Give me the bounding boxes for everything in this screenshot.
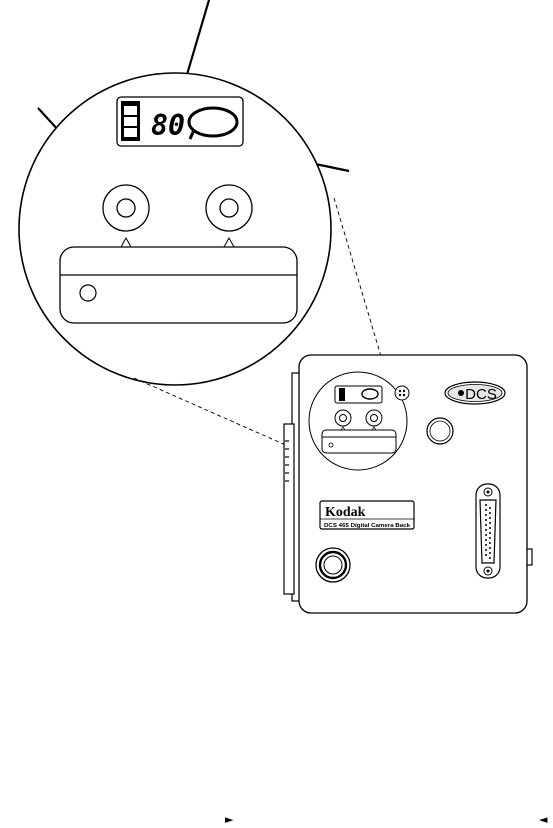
model-label: DCS 465 Digital Camera Back xyxy=(324,523,411,529)
four-pin-port xyxy=(395,386,409,400)
brand-plate: Kodak DCS 465 Digital Camera Back xyxy=(320,501,414,529)
page-marker-right: ◄ xyxy=(539,814,547,825)
battery-indicator-icon xyxy=(121,101,140,141)
right-button[interactable] xyxy=(206,185,252,231)
dcs-badge: DCS xyxy=(445,382,505,404)
status-led xyxy=(80,285,96,301)
small-lcd xyxy=(335,386,382,403)
lcd-panel: 80 xyxy=(117,97,243,146)
status-panel xyxy=(60,247,297,323)
small-status-panel xyxy=(322,430,396,453)
brand-name: Kodak xyxy=(325,505,366,520)
left-button[interactable] xyxy=(103,185,149,231)
camera-back: DCS Kodak DCS 465 Digital Camera Back xyxy=(284,355,532,613)
dcs-badge-text: DCS xyxy=(465,386,497,403)
frame-count: 80 xyxy=(151,109,185,142)
db25-connector-icon xyxy=(476,484,500,578)
sync-socket xyxy=(316,548,350,582)
magnified-detail: 80 xyxy=(19,73,331,385)
release-button xyxy=(427,418,453,444)
page-marker-left: ► xyxy=(225,814,233,825)
